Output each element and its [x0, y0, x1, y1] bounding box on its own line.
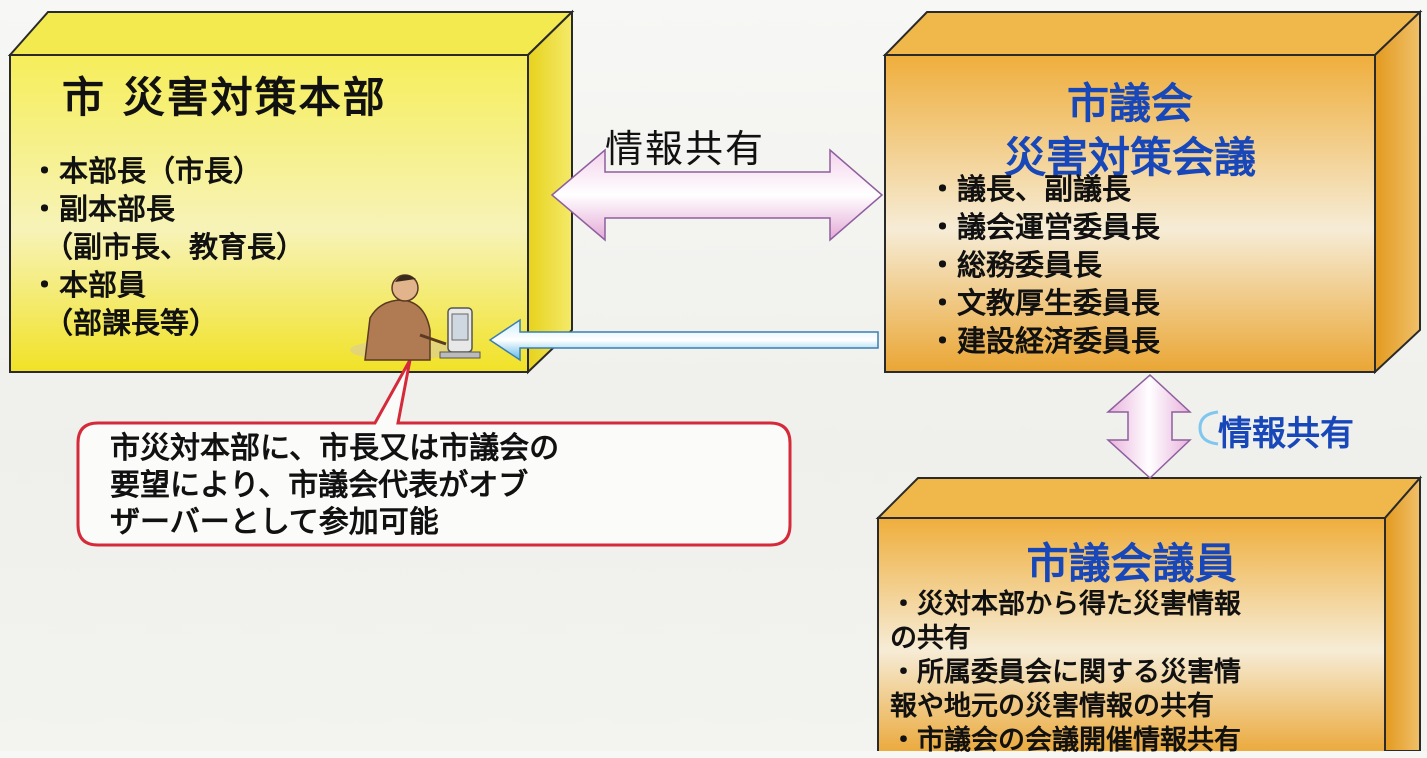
hq-items: ・本部長（市長） ・副本部長 （副市長、教育長） ・本部員 （部課長等） [30, 152, 305, 342]
share-label-right: 情報共有 [1218, 414, 1354, 454]
members-item: の共有 [890, 623, 971, 654]
members-item: ・災対本部から得た災害情報 [890, 589, 1241, 620]
hq-box-3d [7, 9, 575, 375]
council-item: ・建設経済委員長 [928, 324, 1161, 358]
share-vertical-arrow [1106, 373, 1192, 480]
members-item: ・市議会の会議開催情報共有 [890, 725, 1241, 756]
members-item: ・所属委員会に関する災害情 [890, 657, 1241, 688]
members-items: ・災対本部から得た災害情報 の共有 ・所属委員会に関する災害情 報や地元の災害情… [890, 588, 1241, 758]
hq-title: 市 災害対策本部 [62, 73, 387, 122]
council-item: ・議長、副議長 [928, 172, 1132, 206]
hq-item: ・本部長（市長） [30, 154, 263, 188]
members-title: 市議会議員 [1026, 539, 1237, 588]
label-bracket [1198, 410, 1219, 446]
share-double-arrow [550, 148, 884, 242]
council-item: ・議会運営委員長 [928, 210, 1161, 244]
callout-line: ザーバーとして参加可能 [110, 505, 439, 540]
council-item: ・文教厚生委員長 [928, 286, 1161, 320]
callout-line: 市災対本部に、市長又は市議会の [110, 431, 560, 466]
council-title-line2: 災害対策会議 [1003, 133, 1256, 182]
council-title-line1: 市議会 [1066, 79, 1193, 128]
callout-text: 市災対本部に、市長又は市議会の 要望により、市議会代表がオブ ザーバーとして参加… [110, 430, 559, 541]
council-items: ・議長、副議長 ・議会運営委員長 ・総務委員長 ・文教厚生委員長 ・建設経済委員… [928, 170, 1160, 360]
members-item: 報や地元の災害情報の共有 [890, 691, 1214, 722]
members-box-3d [875, 475, 1423, 751]
hq-item: ・副本部長 [30, 192, 176, 226]
businessman-illustration [350, 274, 481, 361]
council-box-3d [882, 9, 1423, 375]
hq-item: （部課長等） [44, 306, 219, 340]
callout-shape [76, 359, 792, 547]
info-flow-arrow [488, 318, 879, 362]
callout-line: 要望により、市議会代表がオブ [110, 468, 529, 503]
council-item: ・総務委員長 [928, 248, 1103, 282]
share-label-top: 情報共有 [605, 127, 766, 171]
hq-item: （副市長、教育長） [44, 230, 306, 264]
hq-item: ・本部員 [30, 268, 147, 302]
